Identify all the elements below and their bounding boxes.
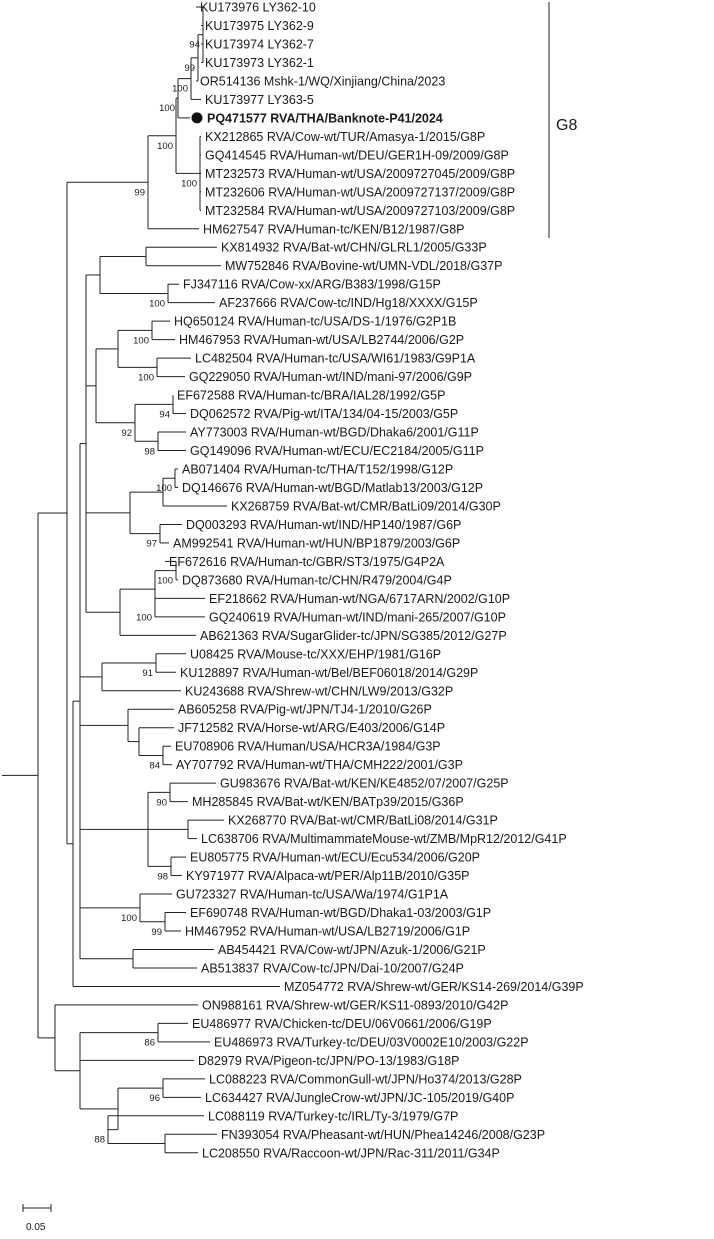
- bootstrap-value: 88: [94, 1135, 105, 1146]
- bootstrap-value: 92: [121, 428, 132, 439]
- bootstrap-value: 100: [149, 298, 165, 309]
- tip-label: ON988161 RVA/Shrew-wt/GER/KS11-0893/2010…: [202, 998, 508, 1012]
- bootstrap-value: 100: [133, 335, 149, 346]
- clade-annotation: G8: [548, 2, 577, 238]
- tip-label: AY773003 RVA/Human-wt/BGD/Dhaka6/2001/G1…: [190, 426, 479, 440]
- tip-label: LC208550 RVA/Raccoon-wt/JPN/Rac-311/2011…: [202, 1146, 500, 1160]
- bootstrap-values: 94 99 100 100 100 100 99 100 100 100 94 98 92 100 97 10…: [94, 40, 200, 1146]
- bootstrap-value: 94: [189, 40, 200, 51]
- tip-label: LC088223 RVA/CommonGull-wt/JPN/Ho374/201…: [209, 1072, 522, 1086]
- bootstrap-value: 99: [184, 63, 195, 74]
- tip-label: AB605258 RVA/Pig-wt/JPN/TJ4-1/2010/G26P: [178, 703, 432, 717]
- tip-label: AB621363 RVA/SugarGlider-tc/JPN/SG385/20…: [200, 629, 507, 643]
- tip-label: AB071404 RVA/Human-tc/THA/T152/1998/G12P: [182, 463, 453, 477]
- tip-label: D82979 RVA/Pigeon-tc/JPN/PO-13/1983/G18P: [198, 1054, 460, 1068]
- g8-clade-label: G8: [556, 117, 577, 134]
- tip-label: DQ062572 RVA/Pig-wt/ITA/134/04-15/2003/G…: [190, 407, 458, 421]
- bootstrap-value: 86: [144, 1038, 155, 1049]
- tip-label: GU983676 RVA/Bat-wt/KEN/KE4852/07/2007/G…: [220, 777, 509, 791]
- tip-label: LC634427 RVA/JungleCrow-wt/JPN/JC-105/20…: [205, 1091, 514, 1105]
- tip-label: AB513837 RVA/Cow-tc/JPN/Dai-10/2007/G24P: [201, 961, 464, 975]
- bootstrap-value: 94: [159, 409, 170, 420]
- tip-label: GQ240619 RVA/Human-wt/IND/mani-265/2007/…: [209, 610, 506, 624]
- tip-label: MT232606 RVA/Human-wt/USA/2009727137/200…: [205, 185, 515, 199]
- bootstrap-value: 100: [121, 913, 137, 924]
- tip-label: GQ149096 RVA/Human-wt/ECU/EC2184/2005/G1…: [190, 444, 484, 458]
- tip-label: DQ146676 RVA/Human-wt/BGD/Matlab13/2003/…: [182, 481, 483, 495]
- tip-label: FJ347116 RVA/Cow-xx/ARG/B383/1998/G15P: [183, 278, 441, 292]
- bootstrap-value: 99: [134, 187, 145, 198]
- tip-label: EU805775 RVA/Human-wt/ECU/Ecu534/2006/G2…: [190, 851, 480, 865]
- tip-label: EF672588 RVA/Human-tc/BRA/IAL28/1992/G5P: [177, 389, 445, 403]
- tip-label: AF237666 RVA/Cow-tc/IND/Hg18/XXXX/G15P: [219, 296, 478, 310]
- tip-label: MT232584 RVA/Human-wt/USA/2009727103/200…: [205, 204, 515, 218]
- bootstrap-value: 100: [157, 141, 173, 152]
- tip-label: KX268759 RVA/Bat-wt/CMR/BatLi09/2014/G30…: [231, 499, 501, 513]
- tip-label: DQ873680 RVA/Human-tc/CHN/R479/2004/G4P: [182, 573, 452, 587]
- tip-label: HM467953 RVA/Human-wt/USA/LB2744/2006/G2…: [179, 333, 464, 347]
- tip-label: EU486977 RVA/Chicken-tc/DEU/06V0661/2006…: [192, 1017, 492, 1031]
- tip-label: MW752846 RVA/Bovine-wt/UMN-VDL/2018/G37P: [225, 259, 502, 273]
- tip-label: EU486973 RVA/Turkey-tc/DEU/03V0002E10/20…: [214, 1035, 529, 1049]
- tip-label: EF690748 RVA/Human-wt/BGD/Dhaka1-03/2003…: [190, 906, 491, 920]
- tip-label: AB454421 RVA/Cow-wt/JPN/Azuk-1/2006/G21P: [218, 943, 486, 957]
- bootstrap-value: 100: [136, 613, 152, 624]
- tip-label: AY707792 RVA/Human-wt/THA/CMH222/2001/G3…: [176, 758, 463, 772]
- tip-label: GQ414545 RVA/Human-wt/DEU/GER1H-09/2009/…: [205, 148, 509, 162]
- highlight-dot-icon: [191, 112, 203, 124]
- tip-label: MH285845 RVA/Bat-wt/KEN/BATp39/2015/G36P: [192, 795, 464, 809]
- bootstrap-value: 84: [149, 760, 160, 771]
- bootstrap-value: 100: [138, 372, 154, 383]
- tree-branches: [2, 6, 280, 1154]
- tip-label: KY971977 RVA/Alpaca-wt/PER/Alp11B/2010/G…: [186, 869, 470, 883]
- tip-label: AM992541 RVA/Human-wt/HUN/BP1879/2003/G6…: [173, 536, 460, 550]
- tip-label: U08425 RVA/Mouse-tc/XXX/EHP/1981/G16P: [190, 647, 441, 661]
- tip-label: MZ054772 RVA/Shrew-wt/GER/KS14-269/2014/…: [284, 980, 584, 994]
- bootstrap-value: 100: [172, 84, 188, 95]
- tip-label: EF672616 RVA/Human-tc/GBR/ST3/1975/G4P2A: [169, 555, 445, 569]
- tip-label: LC482504 RVA/Human-tc/USA/WI61/1983/G9P1…: [195, 352, 476, 366]
- tip-label: DQ003293 RVA/Human-wt/IND/HP140/1987/G6P: [186, 518, 461, 532]
- bootstrap-value: 96: [149, 1093, 160, 1104]
- bootstrap-value: 100: [159, 103, 175, 114]
- tip-label: KU128897 RVA/Human-wt/Bel/BEF06018/2014/…: [180, 666, 478, 680]
- bootstrap-value: 91: [142, 668, 153, 679]
- scale-bar: 0.05: [22, 1204, 52, 1233]
- bootstrap-value: 98: [144, 446, 155, 457]
- tip-label: MT232573 RVA/Human-wt/USA/2009727045/200…: [205, 167, 515, 181]
- tip-label: KX212865 RVA/Cow-wt/TUR/Amasya-1/2015/G8…: [205, 130, 485, 144]
- tip-label: JF712582 RVA/Horse-wt/ARG/E403/2006/G14P: [178, 721, 445, 735]
- tip-label: EU708906 RVA/Human/USA/HCR3A/1984/G3P: [175, 740, 441, 754]
- tip-label: GQ229050 RVA/Human-wt/IND/mani-97/2006/G…: [189, 370, 472, 384]
- bootstrap-value: 90: [156, 797, 167, 808]
- tip-label: LC638706 RVA/MultimammateMouse-wt/ZMB/Mp…: [201, 832, 567, 846]
- bootstrap-value: 100: [157, 576, 173, 587]
- tip-label: HQ650124 RVA/Human-tc/USA/DS-1/1976/G2P1…: [174, 315, 456, 329]
- bootstrap-value: 100: [181, 178, 197, 189]
- highlighted-tip-label: PQ471577 RVA/THA/Banknote-P41/2024: [207, 111, 443, 125]
- tip-label: KU173976 LY362-10: [200, 1, 316, 15]
- tip-label: KX268770 RVA/Bat-wt/CMR/BatLi08/2014/G31…: [228, 814, 498, 828]
- tip-label: FN393054 RVA/Pheasant-wt/HUN/Phea14246/2…: [221, 1128, 545, 1142]
- tip-label: KU173973 LY362-1: [205, 56, 314, 70]
- bootstrap-value: 100: [156, 483, 172, 494]
- tip-label: KU173975 LY362-9: [205, 19, 314, 33]
- tip-label: KU243688 RVA/Shrew-wt/CHN/LW9/2013/G32P: [185, 684, 453, 698]
- tip-label: HM627547 RVA/Human-tc/KEN/B12/1987/G8P: [203, 222, 464, 236]
- bootstrap-value: 99: [151, 927, 162, 938]
- tip-label: KX814932 RVA/Bat-wt/CHN/GLRL1/2005/G33P: [221, 241, 487, 255]
- bootstrap-value: 98: [157, 871, 168, 882]
- tip-label: OR514136 Mshk-1/WQ/Xinjiang/China/2023: [200, 74, 445, 88]
- tip-label: HM467952 RVA/Human-wt/USA/LB2719/2006/G1…: [185, 925, 470, 939]
- tip-label: KU173977 LY363-5: [205, 93, 314, 107]
- tip-label: GU723327 RVA/Human-tc/USA/Wa/1974/G1P1A: [176, 888, 449, 902]
- tip-label: LC088119 RVA/Turkey-tc/IRL/Ty-3/1979/G7P: [208, 1109, 458, 1123]
- bootstrap-value: 97: [146, 539, 157, 550]
- tip-label: EF218662 RVA/Human-wt/NGA/6717ARN/2002/G…: [209, 592, 510, 606]
- scale-bar-label: 0.05: [26, 1222, 46, 1233]
- tip-label: KU173974 LY362-7: [205, 37, 314, 51]
